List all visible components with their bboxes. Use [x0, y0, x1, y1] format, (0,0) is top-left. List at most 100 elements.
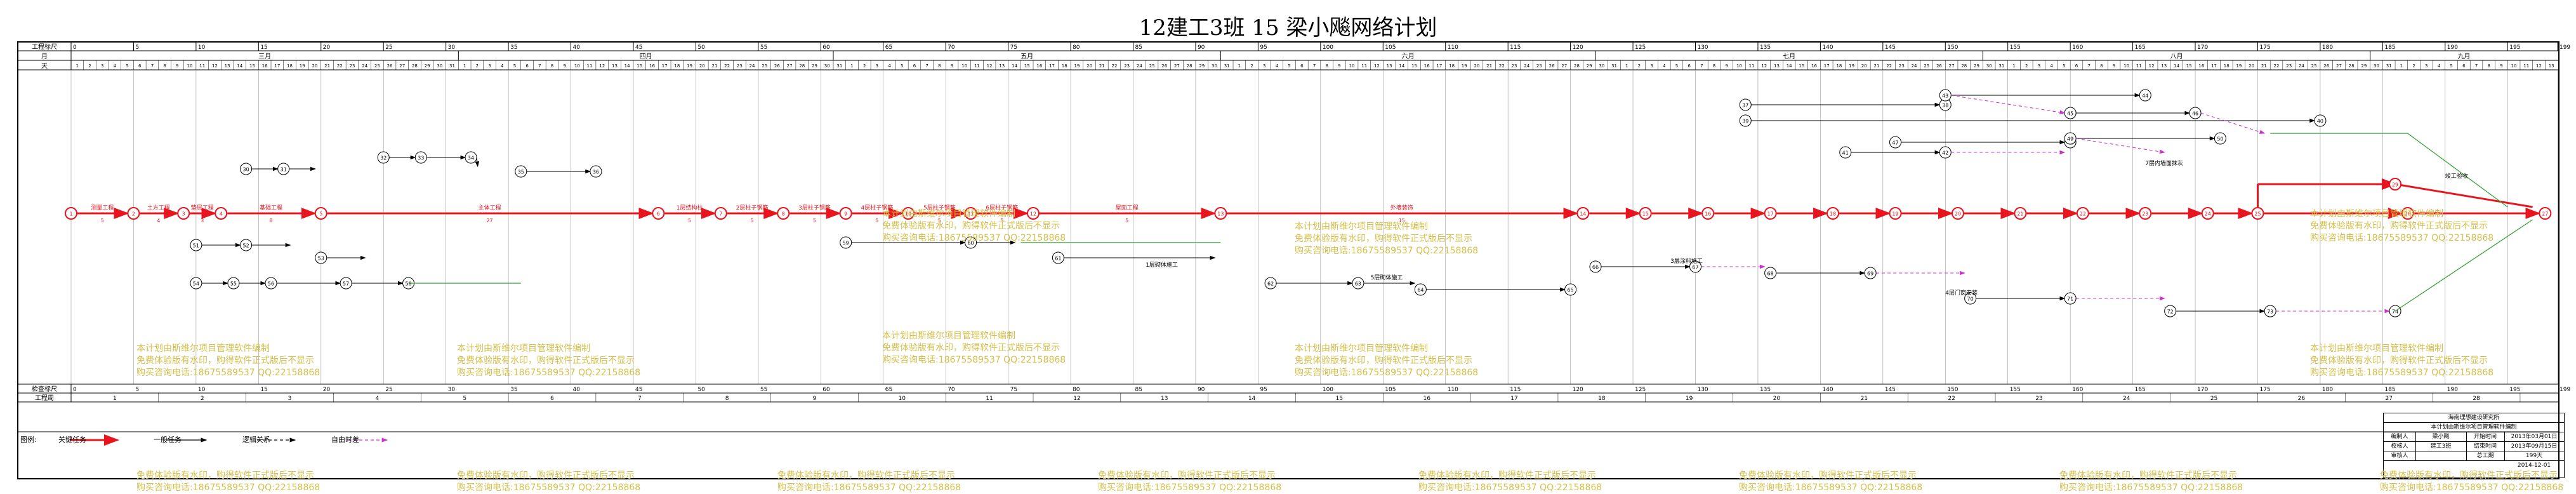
critical-task-label: 测量工程: [91, 204, 114, 211]
day-label: 22: [1112, 63, 1118, 69]
day-label: 11: [974, 63, 980, 69]
watermark-text: 本计划由斯维尔项目管理软件编制免费体验版有水印，购得软件正式版后不显示购买咨询电…: [882, 208, 1066, 244]
event-node: [965, 236, 977, 249]
event-node-number: 72: [2167, 309, 2174, 315]
check-tick-label: 180: [2322, 387, 2333, 393]
week-label: 6: [550, 396, 554, 402]
watermark-text: 免费体验版有水印，购得软件正式版后不显示购买咨询电话:18675589537 Q…: [136, 470, 320, 494]
title-block-cell: 结束时间: [2466, 442, 2505, 451]
day-label: 1: [76, 63, 79, 69]
critical-task-duration: 5: [813, 218, 816, 224]
day-label: 31: [2386, 63, 2392, 69]
day-label: 28: [799, 63, 805, 69]
event-node-number: 36: [593, 170, 599, 175]
day-label: 11: [2136, 63, 2142, 69]
event-node: [227, 277, 240, 290]
event-node-number: 44: [2142, 93, 2148, 99]
day-label: 19: [2236, 63, 2242, 69]
event-node-number: 56: [268, 281, 274, 287]
task-label: 4层门窗安装: [1945, 289, 1978, 297]
day-label: 15: [1799, 63, 1804, 69]
critical-task-duration: 15: [1399, 218, 1405, 224]
event-node-number: 34: [468, 156, 474, 161]
event-node-number: 19: [1892, 211, 1898, 217]
watermark-line: 购买咨询电话:18675589537 QQ:22158868: [1295, 246, 1479, 256]
event-node-number: 65: [1568, 288, 1574, 293]
day-label: 13: [1387, 63, 1392, 69]
day-label: 17: [1824, 63, 1830, 69]
event-node-number: 5: [319, 211, 322, 217]
day-label: 30: [1599, 63, 1604, 69]
event-node-number: 22: [2080, 211, 2086, 217]
critical-task-duration: 5: [101, 218, 104, 224]
event-node: [652, 207, 665, 220]
event-node-number: 43: [1942, 93, 1948, 99]
check-tick-label: 15: [260, 387, 267, 393]
event-node: [1352, 277, 1364, 290]
event-node: [1701, 207, 1715, 220]
watermark-line: 免费体验版有水印，购得软件正式版后不显示: [882, 343, 1060, 353]
day-label: 23: [1512, 63, 1517, 69]
event-node: [1689, 260, 1701, 273]
event-node-number: 49: [2067, 137, 2073, 142]
event-node: [340, 277, 352, 290]
critical-task-label: 垫层工程: [191, 204, 214, 211]
event-node-number: 57: [343, 281, 349, 287]
event-node: [215, 207, 228, 220]
watermark-line: 购买咨询电话:18675589537 QQ:22158868: [882, 233, 1066, 243]
day-label: 20: [2249, 63, 2254, 69]
event-node: [1764, 207, 1777, 220]
event-node: [1414, 283, 1427, 296]
day-label: 16: [2198, 63, 2204, 69]
day-label: 26: [1161, 63, 1167, 69]
event-node-number: 53: [318, 256, 324, 262]
event-node-number: 7: [719, 211, 722, 217]
check-tick-label: 95: [1260, 387, 1267, 393]
event-node: [2139, 207, 2152, 220]
day-label: 2: [2412, 63, 2415, 69]
check-tick-label: 150: [1947, 387, 1958, 393]
day-label: 19: [300, 63, 305, 69]
scale-tick-label: 55: [760, 44, 767, 51]
event-node: [1739, 114, 1752, 127]
event-node-number: 16: [1705, 211, 1711, 217]
day-label: 1: [2400, 63, 2403, 69]
critical-task-label: 6层柱子钢筋: [986, 204, 1018, 211]
watermark-line: 本计划由斯维尔项目管理软件编制: [136, 344, 270, 354]
day-label: 18: [1449, 63, 1455, 69]
watermark-line: 购买咨询电话:18675589537 QQ:22158868: [457, 483, 641, 493]
event-node-number: 9: [844, 211, 847, 217]
event-node: [2064, 292, 2077, 305]
watermark-line: 购买咨询电话:18675589537 QQ:22158868: [2310, 233, 2494, 243]
day-label: 24: [2299, 63, 2304, 69]
week-label: 23: [2035, 396, 2042, 402]
day-label: 29: [1974, 63, 1979, 69]
scale-tick-label: 40: [573, 44, 581, 51]
day-label: 22: [2274, 63, 2280, 69]
title-block-cell: 开始时间: [2466, 432, 2505, 441]
critical-task-duration: 5: [750, 218, 753, 224]
event-node: [839, 207, 852, 220]
day-label: 17: [662, 63, 668, 69]
event-node-number: 66: [1592, 265, 1599, 270]
check-tick-label: 25: [385, 387, 392, 393]
day-label: 6: [2462, 63, 2466, 69]
event-node-number: 61: [1055, 256, 1061, 262]
day-label: 7: [538, 63, 541, 69]
day-label: 27: [1561, 63, 1567, 69]
day-label: 17: [1436, 63, 1442, 69]
event-node-number: 15: [1642, 211, 1649, 217]
week-label: 7: [638, 396, 642, 402]
day-label: 13: [2549, 63, 2554, 69]
week-label: 12: [1073, 396, 1080, 402]
check-tick-label: 130: [1697, 387, 1708, 393]
day-label: 15: [1411, 63, 1417, 69]
event-node: [1739, 98, 1752, 111]
check-tick-label: 70: [948, 387, 955, 393]
day-label: 8: [2100, 63, 2103, 69]
day-label: 16: [649, 63, 655, 69]
day-label: 2: [88, 63, 91, 69]
event-node: [964, 207, 977, 220]
title-block-cell: 2013年03月01日: [2511, 434, 2558, 440]
